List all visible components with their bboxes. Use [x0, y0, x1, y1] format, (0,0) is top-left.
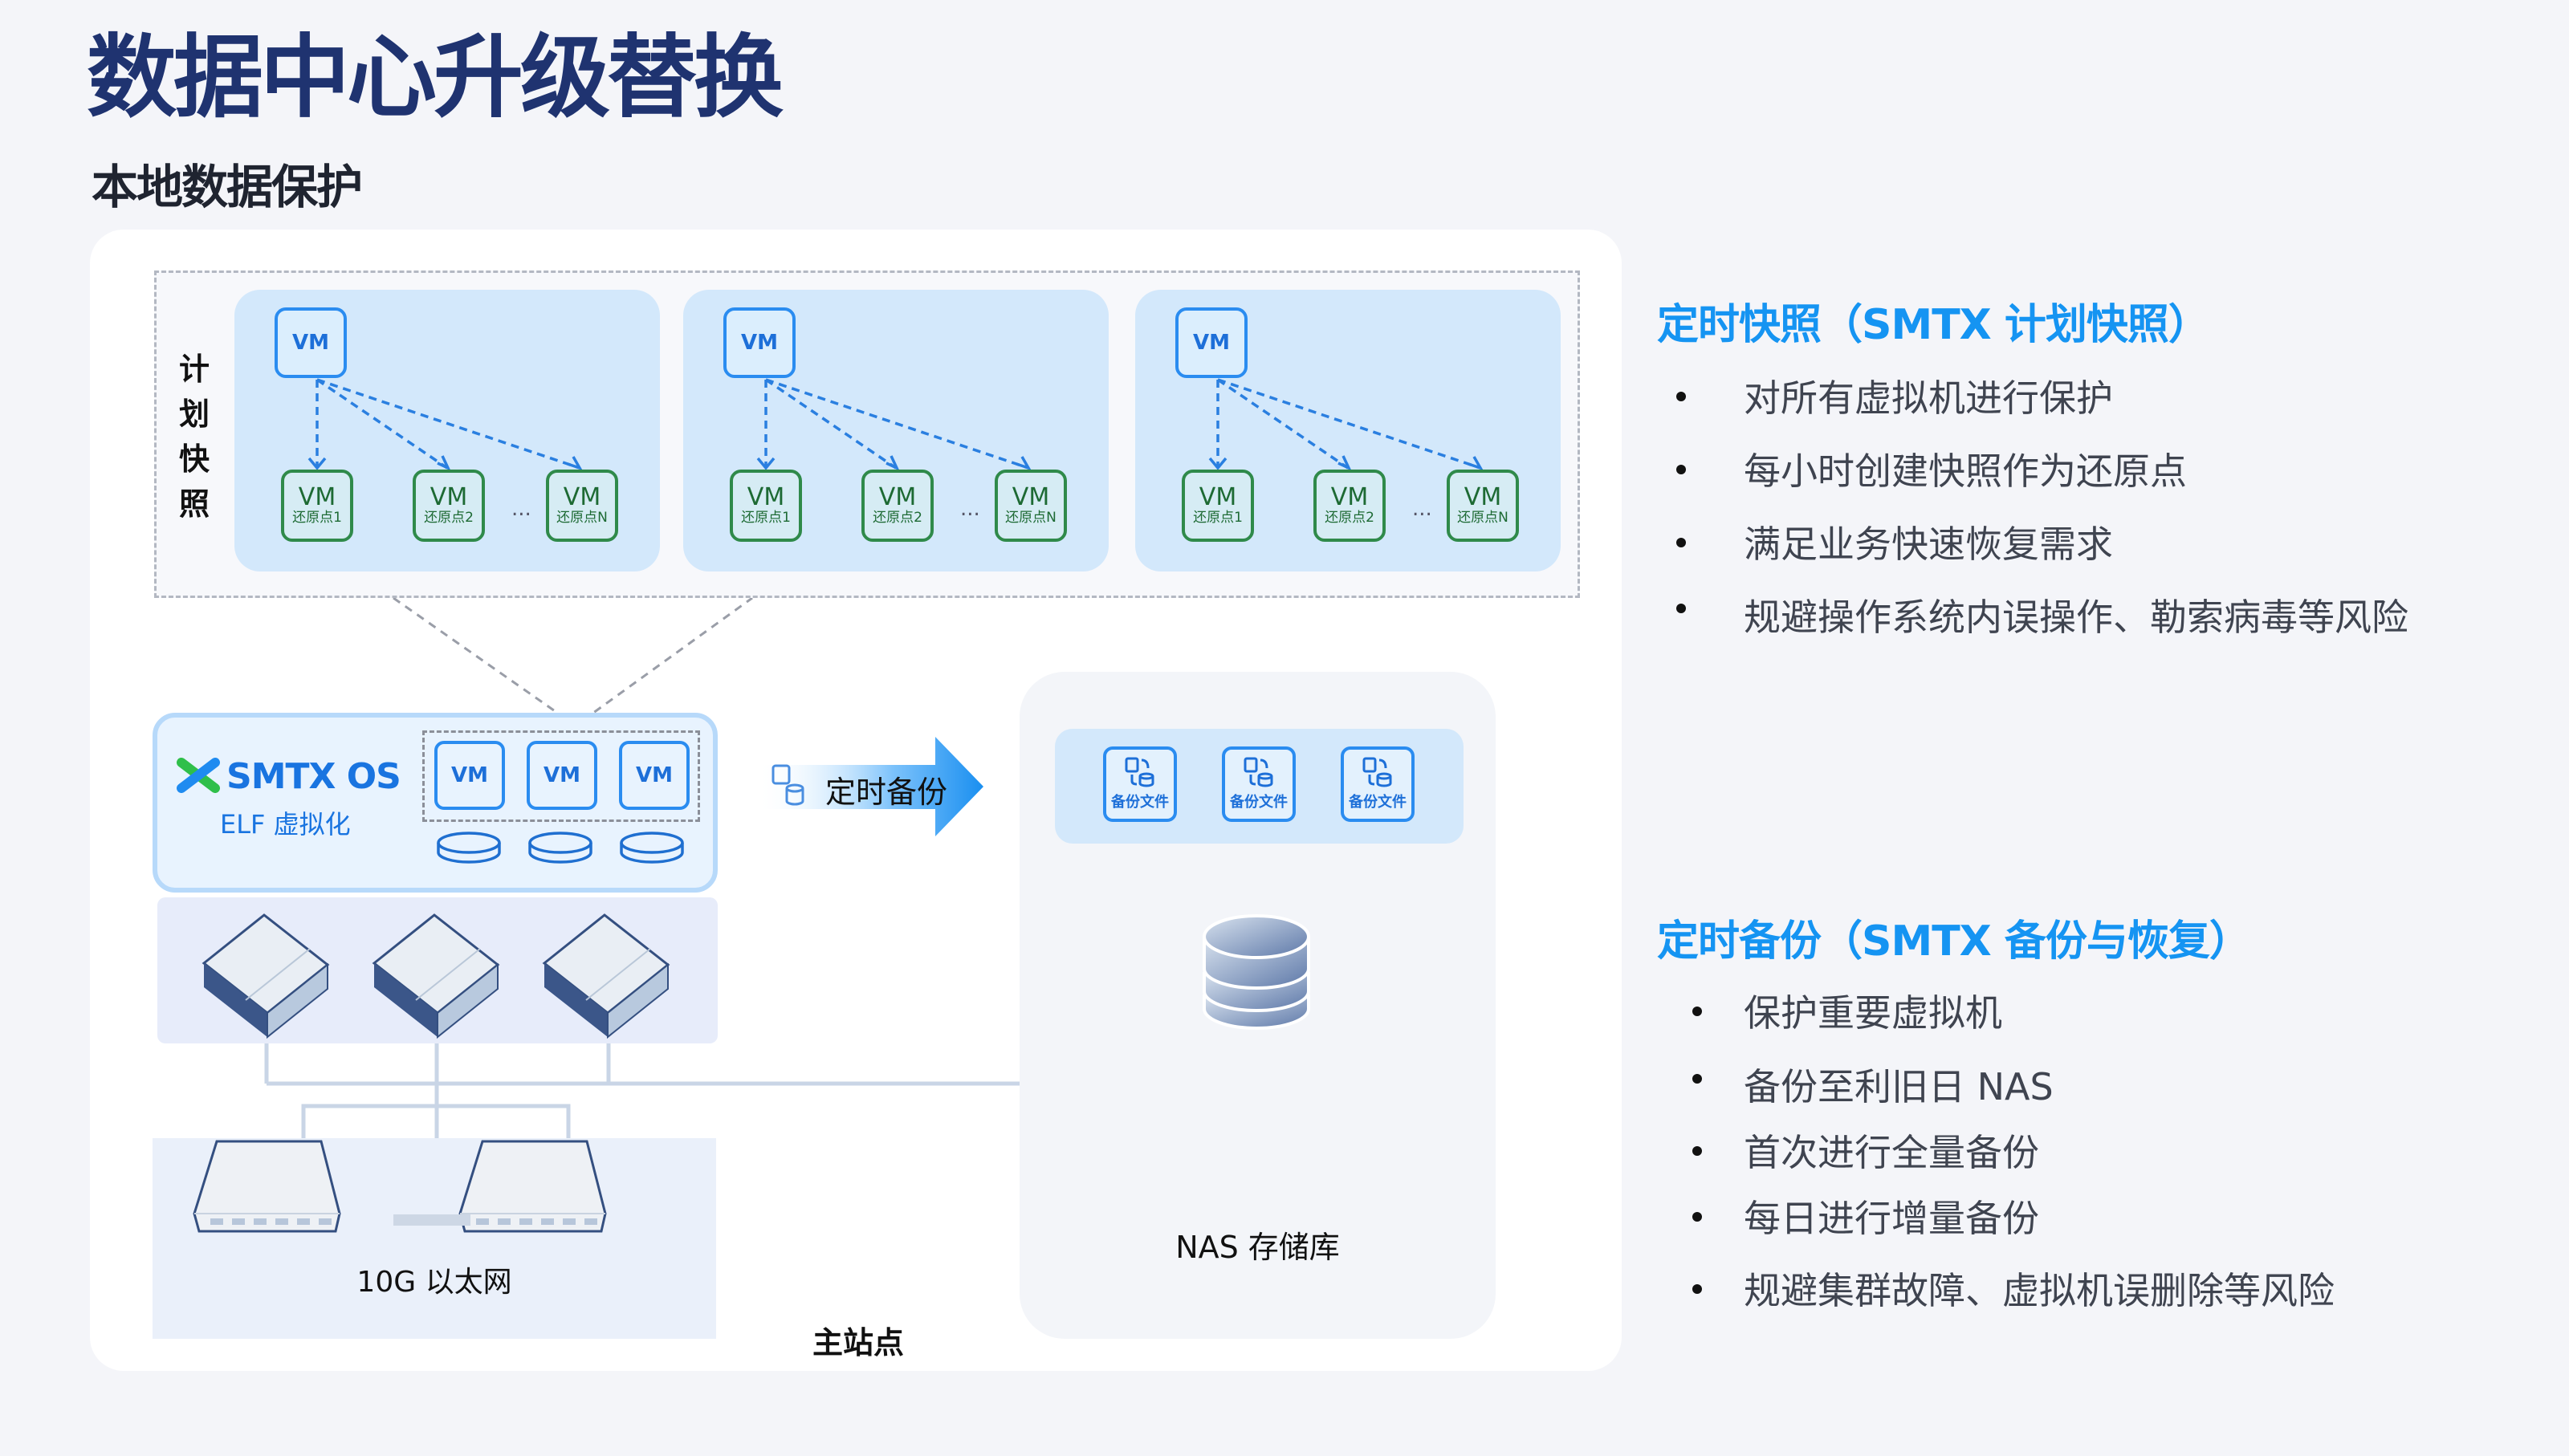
- list-item: 每日进行增量备份: [1744, 1197, 2039, 1240]
- source-vm: VM: [1175, 307, 1248, 378]
- backup-files: 备份文件 备份文件 备份文件: [1055, 729, 1464, 844]
- restore-point-label: 还原点N: [1457, 510, 1508, 526]
- list-item: 规避操作系统内误操作、勒索病毒等风险: [1744, 596, 2408, 639]
- list-item: 保护重要虚拟机: [1744, 991, 2002, 1035]
- restore-vm-label: VM: [563, 483, 601, 511]
- source-vm: VM: [723, 307, 796, 378]
- list-item: 备份至利旧日 NAS: [1744, 1065, 2054, 1108]
- restore-vm-label: VM: [1199, 483, 1237, 511]
- vm: VM: [434, 741, 505, 810]
- backup-file-icon: [1244, 757, 1273, 787]
- backup-file: 备份文件: [1341, 746, 1415, 822]
- backup-file-icon: [1125, 757, 1154, 787]
- restore-vm-label: VM: [1330, 483, 1369, 511]
- vm-group: VM VM VM: [422, 730, 700, 822]
- nas-label: NAS 存储库: [1175, 1230, 1340, 1265]
- restore-point-label: 还原点2: [873, 510, 922, 526]
- smtx-logo-icon: [177, 758, 220, 793]
- backup-file-icon: [1362, 757, 1392, 787]
- disk-icon: [620, 832, 684, 864]
- bullet-icon: [1692, 1007, 1702, 1016]
- restore-point-label: 还原点N: [1005, 510, 1057, 526]
- snapshot-arrows: [1208, 378, 1484, 471]
- backup-arrow-label: 定时备份: [825, 775, 948, 810]
- switch-icons: [193, 1140, 607, 1233]
- restore-vm-label: VM: [298, 483, 336, 511]
- bullet-icon: [1692, 1284, 1702, 1294]
- snapshot-vertical-label: 计划快照: [178, 352, 210, 522]
- source-vm: VM: [275, 307, 347, 378]
- database-icon: [1203, 914, 1310, 1030]
- backup-file: 备份文件: [1103, 746, 1177, 822]
- backup-file-label: 备份文件: [1349, 794, 1407, 811]
- disk-icon: [437, 832, 501, 864]
- platform-name: SMTX OS: [226, 756, 401, 797]
- restore-vm-label: VM: [878, 483, 917, 511]
- list-item: 满足业务快速恢复需求: [1744, 523, 2113, 566]
- restore-vm-label: VM: [1464, 483, 1502, 511]
- restore-point-label: 还原点1: [292, 510, 342, 526]
- backup-file-label: 备份文件: [1230, 794, 1288, 811]
- server-icons: [202, 913, 670, 1039]
- ellipsis: ...: [511, 497, 531, 521]
- nas-repository: 备份文件 备份文件 备份文件 NAS 存储库: [1020, 672, 1496, 1339]
- ellipsis: ...: [1412, 497, 1432, 521]
- server-cluster: [157, 897, 718, 1043]
- ethernet-switches: 10G 以太网: [153, 1138, 716, 1339]
- page-title: 数据中心升级替换: [87, 26, 784, 130]
- restore-point-label: 还原点N: [556, 510, 608, 526]
- page-subtitle: 本地数据保护: [92, 160, 363, 214]
- restore-point-label: 还原点2: [424, 510, 474, 526]
- restore-vm-label: VM: [1012, 483, 1050, 511]
- vm: VM: [619, 741, 690, 810]
- bullet-icon: [1676, 465, 1686, 474]
- bullet-icon: [1692, 1212, 1702, 1222]
- bullet-icon: [1676, 392, 1686, 401]
- backup-arrow: [757, 737, 983, 836]
- network-label: 10G 以太网: [356, 1266, 512, 1299]
- bullet-icon: [1692, 1146, 1702, 1156]
- list-item: 规避集群故障、虚拟机误删除等风险: [1744, 1269, 2335, 1312]
- restore-vm-label: VM: [430, 483, 468, 511]
- backup-icon: [772, 764, 804, 806]
- backup-file-label: 备份文件: [1111, 794, 1169, 811]
- snapshot-arrows: [756, 378, 1032, 471]
- restore-point-label: 还原点1: [741, 510, 791, 526]
- backup-file: 备份文件: [1222, 746, 1296, 822]
- restore-point-label: 还原点1: [1193, 510, 1243, 526]
- snapshot-arrows: [307, 378, 583, 471]
- site-label: 主站点: [812, 1325, 905, 1360]
- bullet-icon: [1676, 538, 1686, 547]
- bullet-icon: [1692, 1074, 1702, 1084]
- list-item: 首次进行全量备份: [1744, 1131, 2039, 1174]
- platform-subtitle: ELF 虚拟化: [220, 809, 351, 840]
- section-heading-snapshot: 定时快照（SMTX 计划快照）: [1657, 301, 2210, 349]
- smtx-os-platform: SMTX OS ELF 虚拟化 VM VM VM: [153, 713, 718, 893]
- restore-vm-label: VM: [747, 483, 785, 511]
- restore-point-label: 还原点2: [1325, 510, 1374, 526]
- ellipsis: ...: [960, 497, 980, 521]
- disk-icon: [528, 832, 592, 864]
- vm: VM: [527, 741, 597, 810]
- list-item: 每小时创建快照作为还原点: [1744, 449, 2187, 493]
- section-heading-backup: 定时备份（SMTX 备份与恢复）: [1657, 917, 2251, 966]
- list-item: 对所有虚拟机进行保护: [1744, 376, 2113, 420]
- bullet-icon: [1676, 604, 1686, 613]
